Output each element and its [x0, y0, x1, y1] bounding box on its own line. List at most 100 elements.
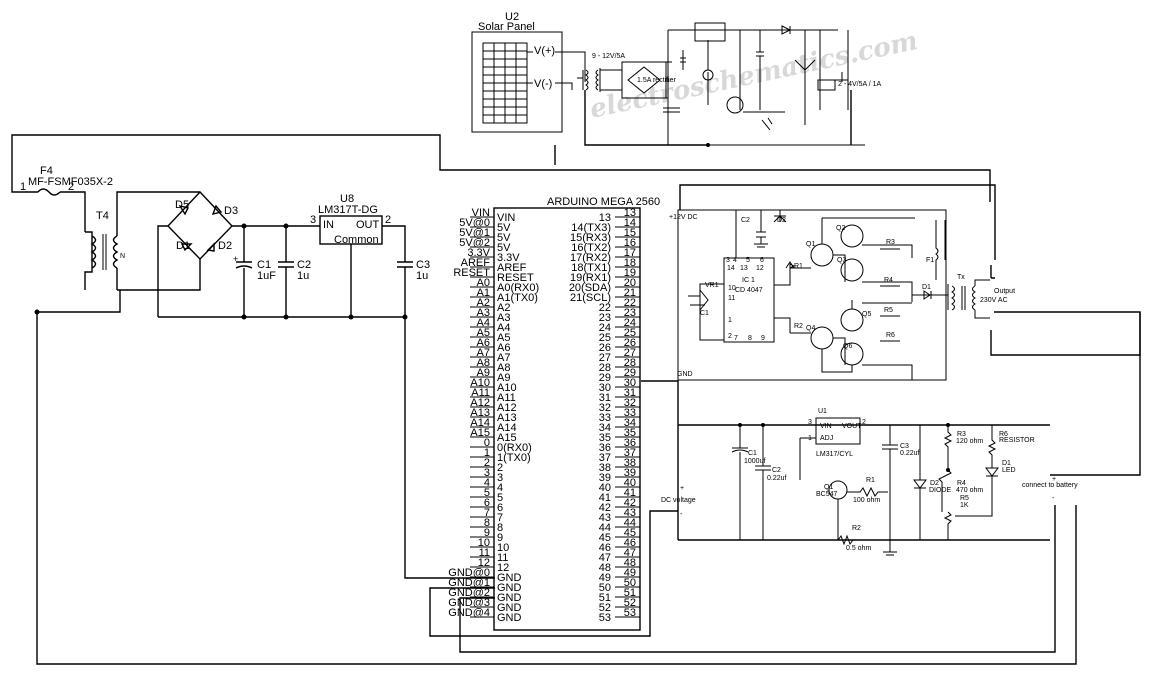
pin-number: 5	[484, 487, 490, 499]
ic-cd4047	[723, 257, 775, 343]
bridge-diodes	[178, 204, 223, 252]
svg-text:Common: Common	[334, 234, 379, 246]
pin-number: 51	[624, 587, 636, 599]
transformer-t4-ref: T4	[96, 210, 109, 222]
u8-part: LM317T-DG	[318, 204, 378, 216]
ic-part: CD 4047	[735, 287, 763, 294]
pin-name: 12	[497, 562, 509, 574]
arduino-pin-left: A1 A1(TX0)	[470, 287, 538, 304]
pin-name: A15	[497, 432, 517, 444]
pin-number: 30	[624, 377, 636, 389]
pin-name: 44	[599, 522, 611, 534]
ic-pin-number: 2	[728, 333, 732, 340]
pin-name: 37	[599, 452, 611, 464]
pin-number: 15	[624, 227, 636, 239]
inverter-c2-d2	[735, 210, 787, 258]
solar-regulator-ic	[694, 22, 726, 42]
solar-wire	[555, 51, 586, 90]
ic-pin-number: 12	[756, 265, 764, 272]
svg-text:R2: R2	[852, 525, 861, 532]
transformer-primary	[90, 235, 97, 269]
solar-cell-lines	[483, 43, 527, 123]
svg-text:+: +	[1052, 476, 1056, 483]
pin-name: 3.3V	[497, 252, 520, 264]
svg-text:120 ohm: 120 ohm	[956, 438, 983, 445]
svg-text:Q1: Q1	[806, 241, 815, 248]
bridge-d5-label: D5	[175, 199, 189, 211]
pin-name: GND	[497, 592, 522, 604]
pin-name: 6	[497, 502, 503, 514]
pin-number: 5V@1	[459, 227, 490, 239]
pin-number: GND@1	[448, 577, 490, 589]
ic-pin-number: 8	[748, 335, 752, 342]
svg-text:D1: D1	[922, 284, 931, 291]
inverter-transformer-tx	[947, 279, 990, 319]
svg-text:1.5A rectifier: 1.5A rectifier	[637, 77, 677, 84]
wire-gnd-inverter	[641, 380, 679, 425]
svg-text:D1: D1	[1002, 460, 1011, 467]
transistor-q5	[840, 308, 864, 332]
battery-charger: DC voltage + - C1 1000uf C2 0.22uf U1 VI…	[661, 408, 1078, 556]
pin-number: 4	[484, 477, 490, 489]
pin-name: VIN	[497, 212, 515, 224]
inverter-frame	[677, 209, 947, 381]
bridge-d1-label: D1	[176, 240, 190, 252]
pin-number: 40	[624, 477, 636, 489]
pin-name: 3	[497, 472, 503, 484]
pin-number: 36	[624, 437, 636, 449]
charger-d2	[913, 425, 927, 540]
pin-name: 18(TX1)	[571, 262, 611, 274]
pin-name: 22	[599, 302, 611, 314]
pin-name: GND	[497, 602, 522, 614]
charger-dc-voltage: DC voltage	[661, 497, 696, 504]
pin-name: 48	[599, 562, 611, 574]
pin-number: 11	[479, 547, 490, 559]
pin-name: 5V	[497, 242, 511, 254]
svg-text:BC547: BC547	[816, 491, 838, 498]
svg-text:+: +	[233, 254, 238, 264]
pin-number: 31	[624, 387, 636, 399]
ic-pin-number: 13	[740, 265, 748, 272]
pin-name: 33	[599, 412, 611, 424]
pin-number: 45	[624, 527, 636, 539]
pin-name: A1(TX0)	[497, 292, 538, 304]
pin-number: 42	[624, 497, 636, 509]
pin-number: A1	[477, 287, 490, 299]
pin-name: 26	[599, 342, 611, 354]
pin-number: 2	[484, 457, 490, 469]
pin-name: GND	[497, 582, 522, 594]
wire-to-arduino-gnd	[404, 317, 495, 579]
svg-text:Q2: Q2	[836, 225, 845, 232]
pin-number: 19	[624, 267, 636, 279]
pin-number: A12	[470, 397, 490, 409]
svg-text:ADJ: ADJ	[820, 435, 833, 442]
